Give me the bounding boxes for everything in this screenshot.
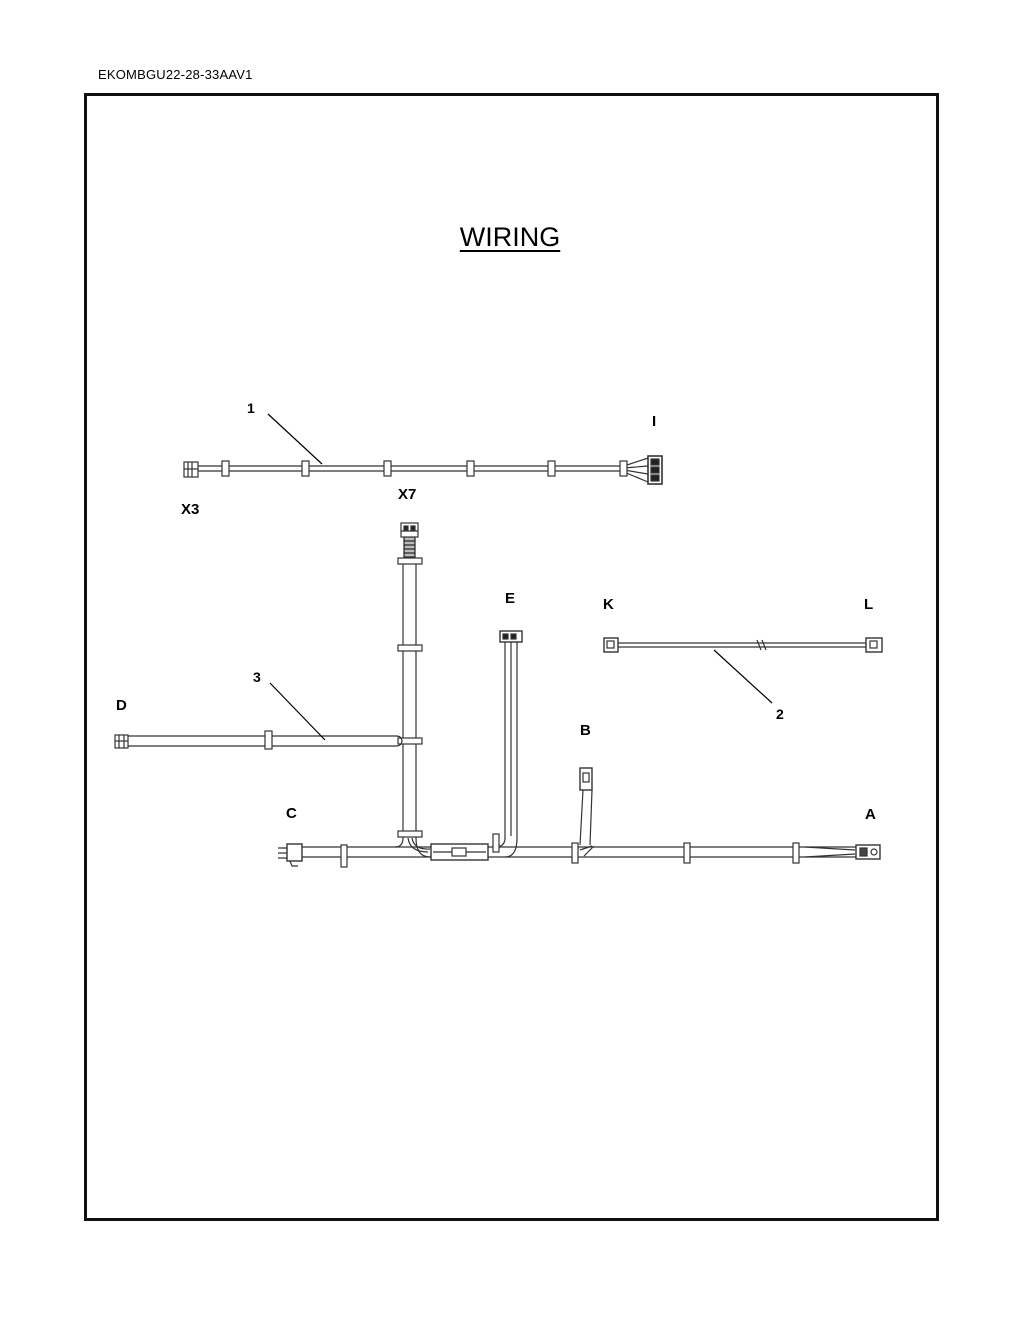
connector-d xyxy=(114,734,129,749)
label-a: A xyxy=(865,806,876,823)
connector-i xyxy=(647,455,663,485)
connector-x3 xyxy=(183,461,199,478)
drawing-frame xyxy=(84,93,939,1221)
harness-number-2: 2 xyxy=(776,706,784,722)
label-x3: X3 xyxy=(181,501,199,518)
connector-l xyxy=(865,637,883,653)
connector-x7 xyxy=(400,522,419,538)
label-l: L xyxy=(864,596,873,613)
label-x7: X7 xyxy=(398,486,416,503)
harness-3 xyxy=(128,536,860,868)
harness-1 xyxy=(196,457,649,483)
label-k: K xyxy=(603,596,614,613)
connector-k xyxy=(603,637,619,653)
harness-number-3: 3 xyxy=(253,669,261,685)
connector-b xyxy=(579,767,593,791)
label-b: B xyxy=(580,722,591,739)
label-c: C xyxy=(286,805,297,822)
document-code: EKOMBGU22-28-33AAV1 xyxy=(98,67,253,82)
connector-c xyxy=(278,843,303,867)
label-d: D xyxy=(116,697,127,714)
page-title: WIRING xyxy=(459,222,561,252)
harness-number-1: 1 xyxy=(247,400,255,416)
label-e: E xyxy=(505,590,515,607)
label-i: I xyxy=(652,413,656,430)
harness-2 xyxy=(618,639,866,651)
connector-a xyxy=(855,844,881,860)
connector-e xyxy=(499,630,523,643)
